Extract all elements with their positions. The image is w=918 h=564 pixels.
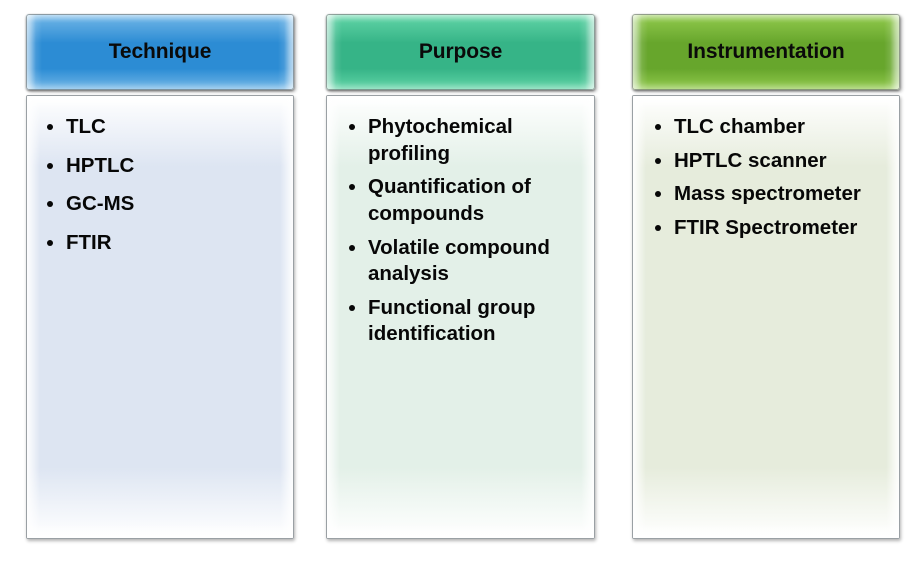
body-fill	[327, 96, 594, 538]
body-bevel-left	[27, 96, 40, 538]
list-item-label: Functional group identification	[368, 295, 536, 346]
body-bevel-bottom	[327, 524, 594, 538]
list-item-label: TLC chamber	[674, 115, 805, 138]
list-item-label: Volatile compound analysis	[368, 235, 550, 286]
header-bevel-right	[884, 14, 900, 90]
list-item: FTIR	[45, 230, 281, 257]
bullet-dot-icon	[47, 239, 53, 246]
bullet-dot-icon	[655, 124, 661, 130]
header-bevel-bottom	[326, 80, 595, 90]
header-edge	[26, 14, 294, 90]
list-item: Quantification of compounds	[347, 174, 588, 227]
list-item: HPTLC scanner	[653, 148, 891, 175]
column-purpose: Purpose Phytochemical profiling Quantifi…	[326, 14, 595, 539]
bullet-dot-icon	[349, 184, 355, 191]
column-header-instrumentation[interactable]: Instrumentation	[632, 14, 900, 90]
header-bevel-right	[278, 14, 294, 90]
column-header-technique[interactable]: Technique	[26, 14, 294, 90]
header-bevel-top	[326, 14, 595, 23]
header-gloss	[326, 14, 595, 90]
bullet-list-technique: TLC HPTLC GC-MS FTIR	[27, 96, 293, 257]
list-item: TLC chamber	[653, 114, 891, 141]
list-item: Phytochemical profiling	[347, 114, 588, 167]
header-bevel-top	[632, 14, 900, 23]
body-bevel-left	[633, 96, 646, 538]
list-item: Mass spectrometer	[653, 181, 891, 208]
bullet-dot-icon	[47, 201, 53, 208]
body-fill	[633, 96, 899, 538]
list-item: Functional group identification	[347, 295, 588, 348]
header-bevel-top	[26, 14, 294, 23]
bullet-dot-icon	[349, 304, 355, 311]
bullet-dot-icon	[349, 124, 355, 130]
column-body-technique: TLC HPTLC GC-MS FTIR	[26, 95, 294, 539]
header-edge	[326, 14, 595, 90]
bullet-dot-icon	[47, 124, 53, 130]
column-body-instrumentation: TLC chamber HPTLC scanner Mass spectrome…	[632, 95, 900, 539]
header-bevel-left	[632, 14, 648, 90]
bullet-dot-icon	[655, 224, 661, 231]
bullet-list-instrumentation: TLC chamber HPTLC scanner Mass spectrome…	[633, 96, 899, 242]
column-header-label: Technique	[108, 40, 212, 63]
bullet-dot-icon	[47, 162, 53, 169]
body-bevel-top	[27, 96, 293, 108]
list-item-label: TLC	[66, 115, 106, 138]
body-fill	[27, 96, 293, 538]
column-header-label: Purpose	[418, 40, 503, 63]
header-bevel-right	[579, 14, 595, 90]
body-bevel-top	[633, 96, 899, 108]
bullet-dot-icon	[655, 191, 661, 198]
column-header-label: Instrumentation	[687, 40, 845, 63]
body-bevel-left	[327, 96, 340, 538]
list-item-label: Mass spectrometer	[674, 182, 861, 206]
list-item: FTIR Spectrometer	[653, 215, 891, 242]
body-bevel-top	[327, 96, 594, 108]
header-edge	[632, 14, 900, 90]
header-gloss	[26, 14, 294, 90]
header-gloss	[632, 14, 900, 90]
list-item: HPTLC	[45, 153, 281, 180]
body-bevel-bottom	[633, 524, 899, 538]
body-bevel-right	[581, 96, 594, 538]
list-item: GC-MS	[45, 191, 281, 218]
column-header-purpose[interactable]: Purpose	[326, 14, 595, 90]
header-bevel-bottom	[26, 80, 294, 90]
list-item-label: HPTLC	[66, 153, 135, 177]
header-bevel-bottom	[632, 80, 900, 90]
body-bevel-right	[886, 96, 899, 538]
list-item-label: Quantification of compounds	[368, 175, 531, 225]
list-item-label: Phytochemical profiling	[368, 115, 513, 165]
header-bevel-left	[326, 14, 342, 90]
bullet-dot-icon	[655, 157, 661, 164]
list-item-label: FTIR	[66, 230, 112, 254]
column-body-purpose: Phytochemical profiling Quantification o…	[326, 95, 595, 539]
header-bevel-left	[26, 14, 42, 90]
list-item: TLC	[45, 114, 281, 141]
list-item-label: HPTLC scanner	[674, 148, 827, 172]
list-item: Volatile compound analysis	[347, 235, 588, 288]
bullet-list-purpose: Phytochemical profiling Quantification o…	[327, 96, 594, 348]
list-item-label: GC-MS	[66, 192, 135, 216]
body-bevel-bottom	[27, 524, 293, 538]
column-instrumentation: Instrumentation TLC chamber HPTLC scanne…	[632, 14, 900, 539]
bullet-dot-icon	[349, 244, 355, 251]
list-item-label: FTIR Spectrometer	[674, 215, 858, 239]
column-technique: Technique TLC HPTLC GC-MS	[26, 14, 294, 539]
body-bevel-right	[280, 96, 293, 538]
